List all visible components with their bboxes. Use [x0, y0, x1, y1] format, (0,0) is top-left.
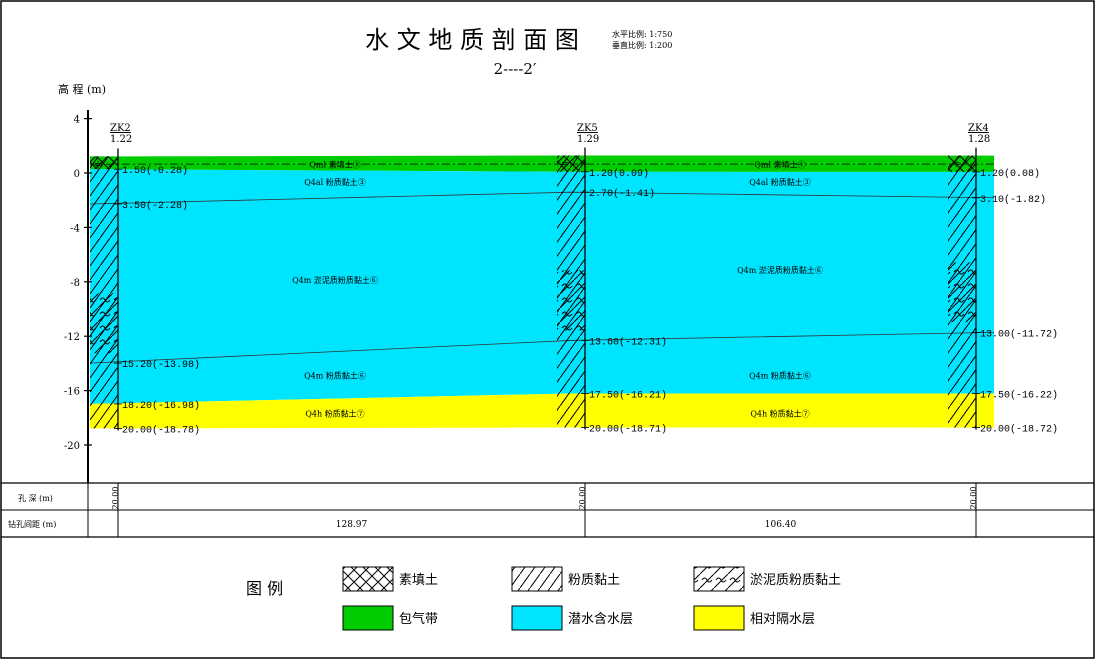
aquitard-band	[90, 393, 994, 429]
strata-layers	[89, 155, 995, 429]
water-level-icon: ≑	[561, 158, 569, 169]
depth-label: 17.50(-16.22)	[980, 390, 1058, 402]
depth-label: 1.20(0.08)	[980, 168, 1040, 180]
section-name: 2----2′	[494, 60, 537, 78]
legend-label: 包气带	[399, 611, 438, 627]
axis-tick-label: 4	[74, 115, 80, 126]
axis-tick-label: -12	[64, 332, 80, 343]
layer-label: Q4h 粉质黏土⑦	[305, 408, 364, 418]
table-row-spacing-label: 钻孔间距 (m)	[8, 519, 56, 529]
legend-swatch	[511, 566, 563, 592]
depth-label: 20.00(-18.72)	[980, 424, 1058, 436]
table-values: 20.00 20.00 20.00 128.97 106.40	[111, 483, 978, 537]
hole-depth-value: 20.00	[969, 487, 978, 510]
borehole-id: ZK2	[110, 123, 131, 134]
table-row-depth-label: 孔 深 (m)	[18, 494, 53, 503]
layer-label: Q4m 淤泥质粉质黏土⑥	[292, 275, 378, 285]
depth-label: 3.50(-2.28)	[122, 200, 188, 212]
hole-depth-value: 20.00	[111, 487, 120, 510]
borehole-silt-fill	[90, 293, 118, 354]
depth-label: 2.70(-1.41)	[589, 188, 655, 200]
legend-label: 素填土	[399, 573, 438, 588]
legend-swatch	[342, 605, 394, 631]
layer-label: Qml 素填土①	[309, 159, 360, 169]
borehole-fill-soil	[90, 156, 118, 170]
borehole-id: ZK4	[968, 123, 989, 134]
depth-label: 17.50(-16.21)	[589, 389, 667, 401]
layer-label: Q4m 粉质黏土⑥	[304, 370, 366, 380]
depth-label: 1.50(-0.28)	[122, 165, 188, 177]
page-title: 水 文 地 质 剖 面 图	[365, 26, 579, 54]
water-level-icon: ≑	[94, 159, 102, 170]
water-level-icon: ≑	[952, 159, 960, 170]
layer-label: Qml 素填土①	[754, 159, 805, 169]
legend-label: 潜水含水层	[568, 611, 633, 627]
depth-label: 13.00(-11.72)	[980, 328, 1058, 340]
borehole-silt-fill	[948, 262, 976, 323]
borehole-fill-soil	[557, 155, 585, 172]
legend-label: 淤泥质粉质黏土	[750, 572, 841, 588]
borehole-spacing-value: 106.40	[765, 520, 797, 530]
borehole-spacing-value: 128.97	[336, 520, 368, 530]
depth-label: 1.20(0.09)	[589, 168, 649, 180]
axis-tick-label: -20	[64, 441, 80, 452]
legend-swatch	[342, 566, 394, 592]
vadose-zone-band	[90, 155, 994, 172]
legend-label: 粉质黏土	[568, 572, 620, 588]
hole-depth-value: 20.00	[578, 487, 587, 510]
depth-label: 18.20(-16.98)	[122, 400, 200, 412]
layer-label: Q4m 淤泥质粉质黏土⑥	[737, 265, 823, 275]
axis-tick-label: -4	[70, 223, 80, 234]
borehole-elevation: 1.29	[577, 134, 599, 145]
legend-swatch	[693, 605, 745, 631]
borehole-silt-fill	[557, 270, 585, 331]
legend-swatch	[511, 605, 563, 631]
depth-label: 15.20(-13.98)	[122, 359, 200, 371]
elevation-label: 高 程 (m)	[58, 82, 106, 96]
legend-label: 相对隔水层	[750, 612, 815, 627]
axis-tick-label: -8	[70, 278, 80, 289]
elevation-axis: 4 0 -4 -8 -12 -16 -20	[64, 110, 92, 483]
depth-label: 20.00(-18.78)	[122, 424, 200, 436]
axis-tick-label: -16	[64, 387, 80, 398]
layer-label: Q4m 粉质黏土⑥	[749, 370, 811, 380]
scale-horizontal: 水平比例: 1:750	[612, 29, 672, 39]
layer-label: Q4al 粉质黏土③	[304, 177, 366, 187]
legend-swatch	[693, 566, 745, 592]
phreatic-aquifer-band	[90, 169, 994, 404]
borehole-column-fill	[90, 156, 118, 429]
depth-label: 3.10(-1.82)	[980, 194, 1046, 206]
borehole-id: ZK5	[577, 123, 598, 134]
layer-label: Q4al 粉质黏土③	[749, 177, 811, 187]
layer-label: Q4h 粉质黏土⑦	[750, 408, 809, 418]
legend-title: 图 例	[246, 579, 283, 598]
borehole-fill-soil	[948, 155, 976, 172]
borehole-elevation: 1.28	[968, 134, 990, 145]
borehole-elevation: 1.22	[110, 134, 132, 145]
axis-tick-label: 0	[74, 169, 80, 180]
layer-labels: Qml 素填土① Qml 素填土① Q4al 粉质黏土③ Q4al 粉质黏土③ Q4m …	[292, 159, 823, 418]
depth-label: 13.60(-12.31)	[589, 336, 667, 348]
depth-label: 20.00(-18.71)	[589, 423, 667, 435]
scale-vertical: 垂直比例: 1:200	[612, 40, 672, 50]
